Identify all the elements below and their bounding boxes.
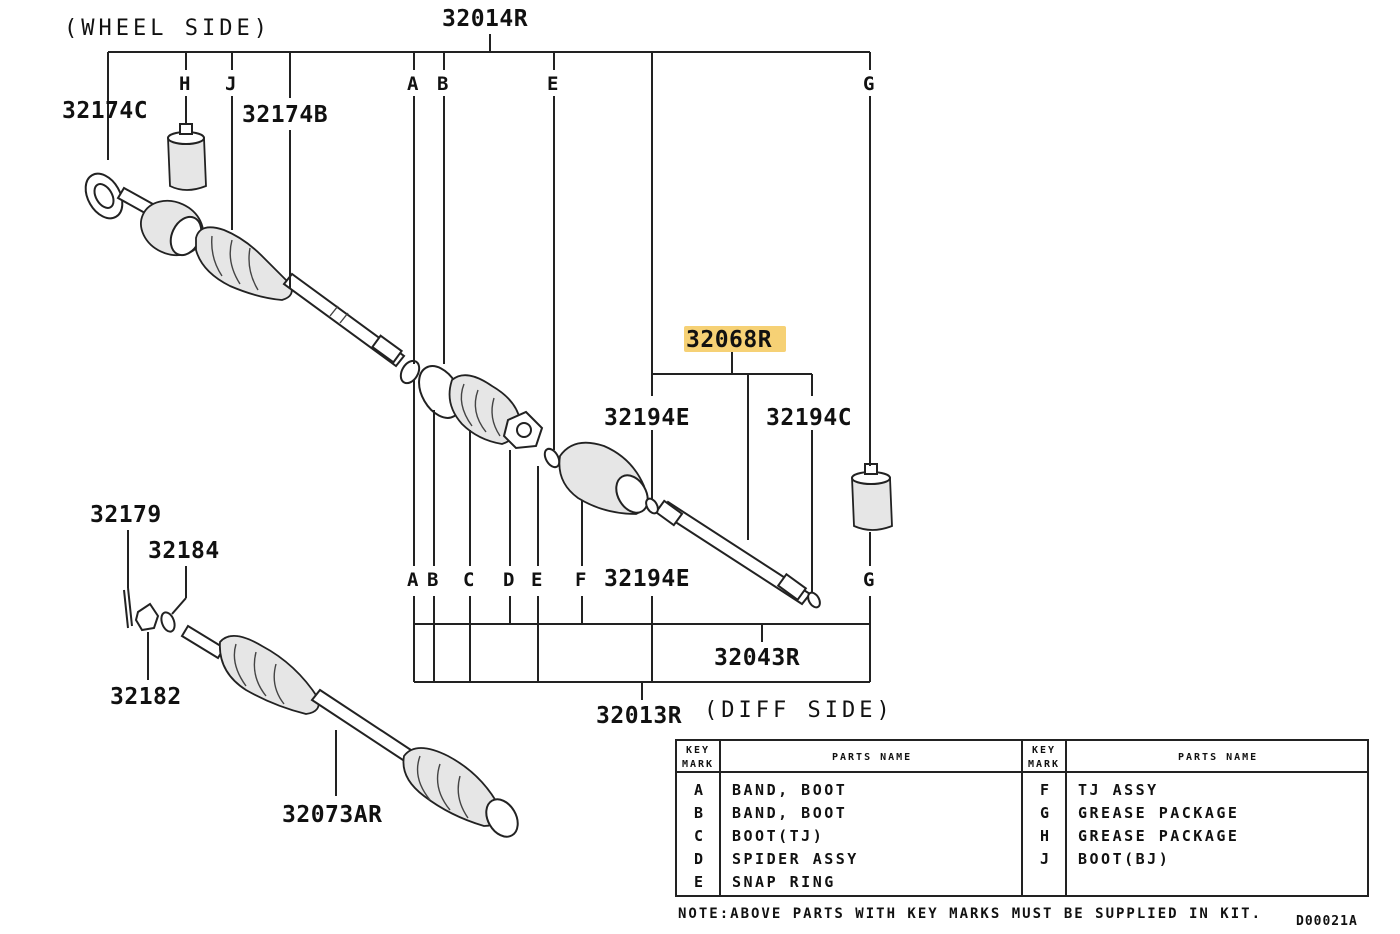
table-key-cell: B [694, 804, 706, 822]
key-letter-g-top: G [863, 73, 874, 95]
table-name-cell: SNAP RING [732, 873, 836, 891]
part-number-32179[interactable]: 32179 [90, 502, 162, 528]
key-letter-e-bottom: E [531, 569, 542, 591]
diagram-code: D00021A [1296, 914, 1358, 929]
table-header-name-right: PARTS NAME [1178, 752, 1258, 763]
part-number-32013r[interactable]: 32013R [596, 703, 682, 729]
key-letter-g-bottom: G [863, 569, 874, 591]
highlight-32068r [684, 326, 786, 352]
bj-boot-folds [211, 235, 259, 291]
bj-boot [195, 226, 293, 301]
upper-driveshaft-assembly [84, 172, 821, 609]
part-number-32068r[interactable]: 32068R [686, 327, 772, 353]
key-letter-d-bottom: D [503, 569, 514, 591]
part-number-32184[interactable]: 32184 [148, 538, 220, 564]
table-header-key-left: KEY [686, 745, 710, 756]
part-number-32182[interactable]: 32182 [110, 684, 182, 710]
key-letter-h-top: H [179, 73, 190, 95]
lower-axle-stub [180, 624, 226, 660]
washer-part [160, 611, 176, 633]
clip-32194e-part [645, 497, 659, 515]
part-number-32194e-top[interactable]: 32194E [604, 405, 690, 431]
table-name-cell: BOOT(BJ) [1078, 850, 1170, 868]
grease-package-h [167, 123, 207, 191]
key-letter-b-top: B [437, 73, 448, 95]
hub-nut-part [134, 602, 160, 632]
lower-tj-folds [416, 755, 469, 819]
table-name-cell: GREASE PACKAGE [1078, 827, 1239, 845]
table-header-mark-right: MARK [1028, 759, 1060, 770]
grease-package-g [851, 463, 893, 531]
table-name-cell: SPIDER ASSY [732, 850, 859, 868]
shaft-groove-2 [339, 312, 349, 324]
wheel-side-label: (WHEEL SIDE) [64, 16, 271, 41]
snap-ring-part [543, 447, 561, 469]
leader-lines [107, 34, 871, 796]
inner-shaft-spline [654, 499, 684, 527]
part-number-32073ar[interactable]: 32073AR [282, 802, 382, 828]
key-letter-a-bottom: A [407, 569, 419, 591]
table-name-cell: TJ ASSY [1078, 781, 1159, 799]
table-key-cell: F [1040, 781, 1052, 799]
cotter-pin-part [127, 587, 133, 627]
table-key-cell: E [694, 873, 706, 891]
parts-key-table: KEY MARK PARTS NAME KEY MARK PARTS NAME … [675, 739, 1369, 897]
key-letter-e-top: E [547, 73, 558, 95]
table-key-cell: H [1040, 827, 1052, 845]
part-number-32174b[interactable]: 32174B [242, 102, 328, 128]
table-key-cell: A [694, 781, 706, 799]
key-letter-a-top: A [407, 73, 419, 95]
table-name-cell: GREASE PACKAGE [1078, 804, 1239, 822]
axle-washer-hole [93, 183, 115, 209]
key-letter-f-bottom: F [575, 569, 586, 591]
key-letter-c-bottom: C [463, 569, 474, 591]
clip-32194c-part [807, 591, 821, 609]
table-key-cell: C [694, 827, 706, 845]
lower-bj-boot [219, 635, 320, 715]
table-header-mark-left: MARK [682, 759, 714, 770]
diff-side-label: (DIFF SIDE) [704, 698, 894, 723]
lower-bj-folds [233, 643, 285, 705]
part-number-32043r[interactable]: 32043R [714, 645, 800, 671]
table-name-cell: BAND, BOOT [732, 804, 847, 822]
spider-hub [516, 422, 532, 438]
part-number-32174c[interactable]: 32174C [62, 98, 148, 124]
part-number-32194e-bottom[interactable]: 32194E [604, 566, 690, 592]
inner-shaft-end-spline [776, 572, 808, 602]
table-key-cell: G [1040, 804, 1052, 822]
lower-tj-face [485, 798, 519, 838]
key-letter-j-top: J [225, 73, 236, 95]
table-header-name-left: PARTS NAME [832, 752, 912, 763]
table-name-cell: BAND, BOOT [732, 781, 847, 799]
table-header-key-right: KEY [1032, 745, 1056, 756]
key-letter-b-bottom: B [427, 569, 438, 591]
table-name-cell: BOOT(TJ) [732, 827, 824, 845]
part-number-32014r[interactable]: 32014R [442, 6, 528, 32]
lower-shaft [310, 688, 416, 764]
part-number-32194c[interactable]: 32194C [766, 405, 852, 431]
tj-housing-face [615, 474, 649, 514]
table-key-cell: D [694, 850, 706, 868]
band-a-ring [399, 359, 421, 385]
shaft-spline [370, 334, 404, 364]
cotter-pin-leg [123, 589, 129, 629]
table-key-cell: J [1040, 850, 1052, 868]
lower-driveshaft-assembly [123, 587, 519, 838]
shaft-groove-1 [329, 305, 339, 317]
kit-note: NOTE:ABOVE PARTS WITH KEY MARKS MUST BE … [678, 906, 1262, 922]
tj-boot-folds [460, 383, 501, 437]
